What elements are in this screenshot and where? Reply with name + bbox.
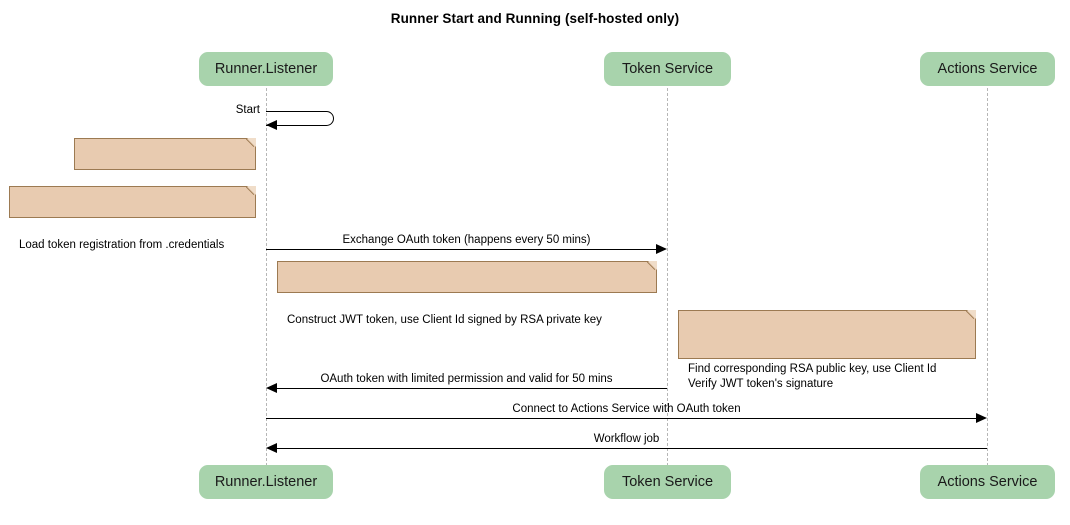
participant-label: Actions Service — [937, 61, 1038, 77]
note-text: Construct JWT token, use Client Id signe… — [287, 314, 602, 326]
note-load-config-info: Load config info from .runner — [74, 138, 256, 203]
self-message-start[interactable] — [266, 111, 334, 126]
participant-label: Actions Service — [937, 474, 1038, 490]
participant-label: Token Service — [621, 474, 714, 490]
note-fold-edge-icon — [647, 261, 657, 271]
message-line-exchange-oauth-token[interactable] — [266, 249, 656, 250]
arrowhead-exchange-oauth-token — [656, 244, 667, 254]
lifeline-runner-listener — [266, 88, 267, 466]
participant-label: Token Service — [621, 61, 714, 77]
message-line-workflow-job[interactable] — [277, 448, 987, 449]
note-fold-edge-icon — [246, 138, 256, 148]
participant-actions-service-top[interactable]: Actions Service — [920, 52, 1055, 86]
participant-token-service-top[interactable]: Token Service — [604, 52, 731, 86]
participant-actions-service-bottom[interactable]: Actions Service — [920, 465, 1055, 499]
message-line-connect-actions-service[interactable] — [266, 418, 976, 419]
arrowhead-connect-actions-service — [976, 413, 987, 423]
arrowhead-start — [266, 120, 277, 130]
note-fold-edge-icon — [966, 310, 976, 320]
participant-token-service-bottom[interactable]: Token Service — [604, 465, 731, 499]
participant-label: Runner.Listener — [214, 61, 318, 77]
participant-label: Runner.Listener — [214, 474, 318, 490]
note-construct-jwt-token: Construct JWT token, use Client Id signe… — [277, 261, 657, 326]
note-load-token-registration: Load token registration from .credential… — [9, 186, 256, 251]
note-find-rsa-public-key: Find corresponding RSA public key, use C… — [678, 310, 976, 390]
participant-runner-listener-bottom[interactable]: Runner.Listener — [199, 465, 333, 499]
note-text: Load token registration from .credential… — [19, 239, 225, 251]
note-text: Find corresponding RSA public key, use C… — [688, 363, 937, 390]
lifeline-token-service — [667, 88, 668, 466]
message-label-exchange-oauth-token: Exchange OAuth token (happens every 50 m… — [342, 234, 591, 246]
message-label-workflow-job: Workflow job — [593, 433, 660, 445]
message-label-connect-actions-service: Connect to Actions Service with OAuth to… — [512, 403, 741, 415]
message-line-oauth-token-limited[interactable] — [277, 388, 667, 389]
arrowhead-oauth-token-limited — [266, 383, 277, 393]
message-label-oauth-token-limited: OAuth token with limited permission and … — [320, 373, 613, 385]
participant-runner-listener-top[interactable]: Runner.Listener — [199, 52, 333, 86]
message-label-start: Start — [235, 104, 260, 116]
arrowhead-workflow-job — [266, 443, 277, 453]
lifeline-actions-service — [987, 88, 988, 466]
note-fold-edge-icon — [246, 186, 256, 196]
diagram-title: Runner Start and Running (self-hosted on… — [390, 11, 680, 26]
